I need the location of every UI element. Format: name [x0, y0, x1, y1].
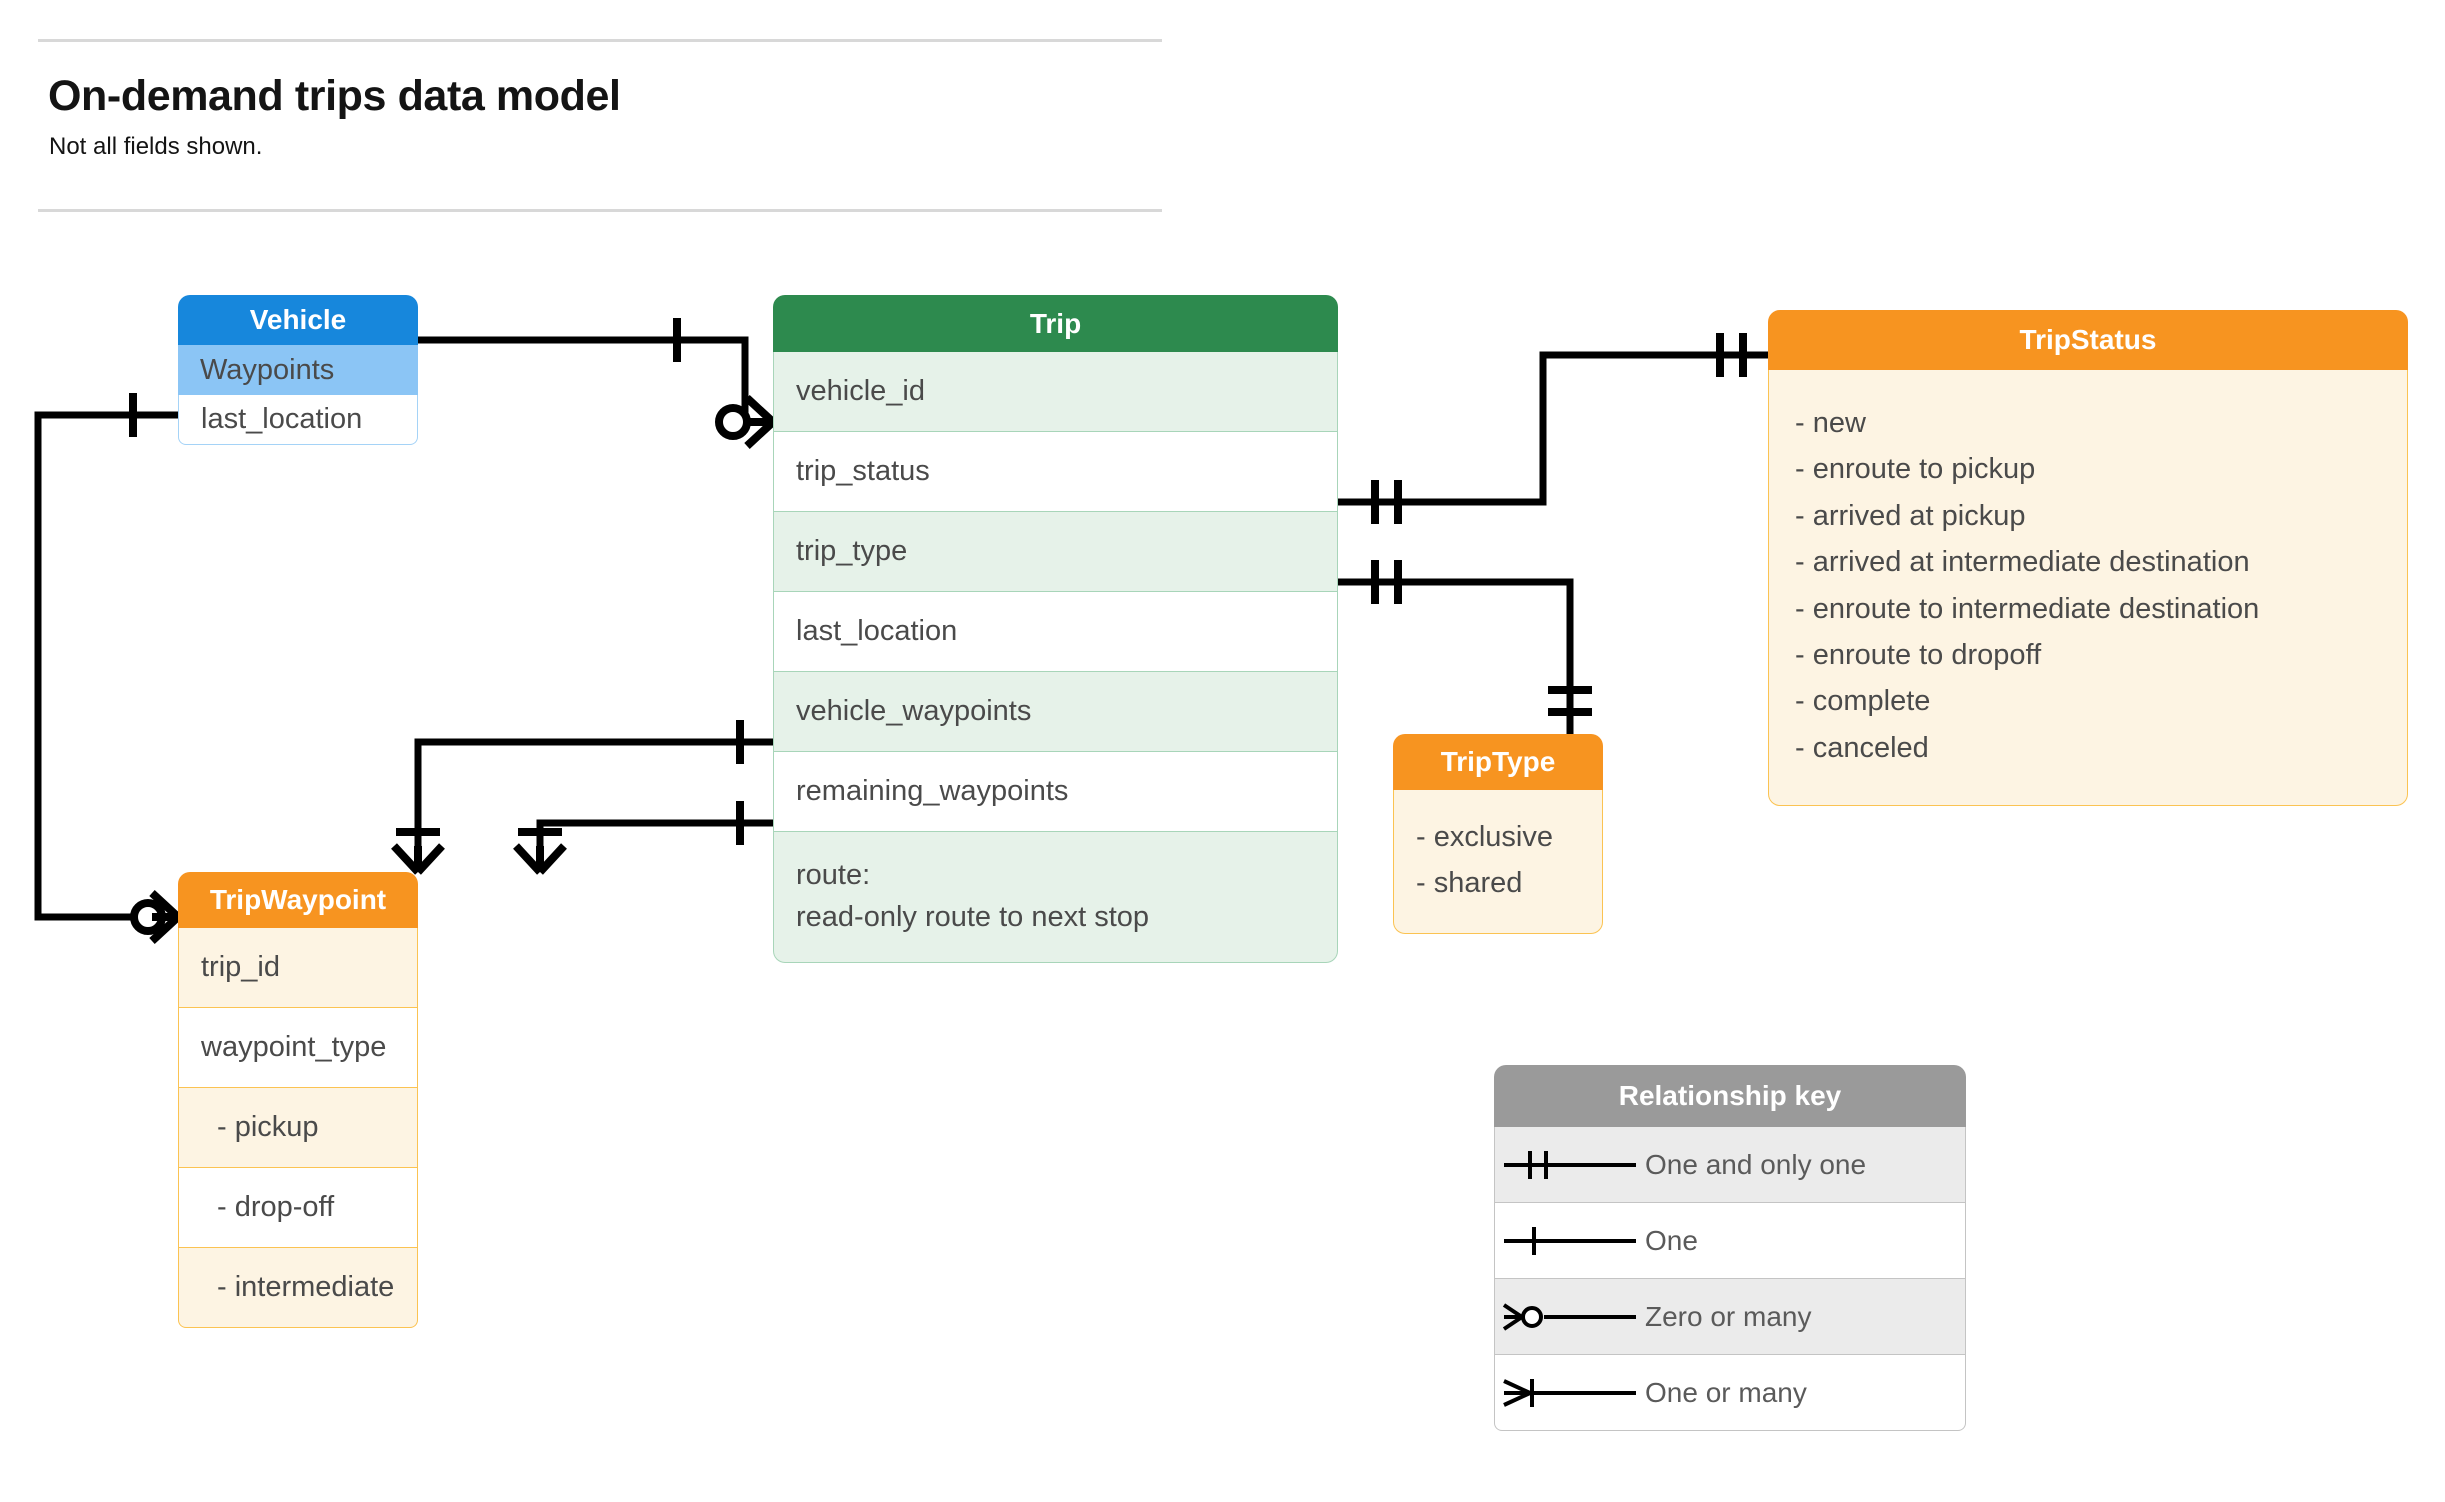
zero-or-many-icon — [1495, 1297, 1645, 1337]
entity-vehicle-title: Vehicle — [178, 295, 418, 345]
trip-route-description: read-only route to next stop — [796, 901, 1150, 934]
waypoint-type-value-pickup: - pickup — [178, 1088, 418, 1168]
legend-row-one: One — [1494, 1203, 1966, 1279]
field-vehicle-last-location[interactable]: last_location — [178, 395, 418, 445]
header-divider-top — [38, 39, 1162, 42]
entity-trip-type[interactable]: TripType - exclusive - shared — [1393, 734, 1603, 934]
field-trip-vehicle-waypoints[interactable]: vehicle_waypoints — [773, 672, 1338, 752]
one-and-only-one-icon — [1495, 1145, 1645, 1185]
relationship-key-legend: Relationship key One and only one — [1494, 1065, 1966, 1431]
trip-status-value: - arrived at intermediate destination — [1795, 546, 2250, 579]
trip-status-value: - enroute to pickup — [1795, 453, 2036, 486]
field-vehicle-waypoints[interactable]: Waypoints — [178, 345, 418, 395]
header-divider-bottom — [38, 209, 1162, 212]
trip-type-value: - exclusive — [1416, 821, 1553, 853]
waypoint-type-value-intermediate: - intermediate — [178, 1248, 418, 1328]
trip-route-label: route: — [796, 859, 871, 891]
entity-trip-type-title: TripType — [1393, 734, 1603, 790]
trip-status-value: - canceled — [1795, 731, 1929, 764]
legend-title: Relationship key — [1494, 1065, 1966, 1127]
field-trip-trip-type[interactable]: trip_type — [773, 512, 1338, 592]
field-trip-trip-status[interactable]: trip_status — [773, 432, 1338, 512]
page-title: On-demand trips data model — [48, 72, 621, 120]
trip-status-value: - arrived at pickup — [1795, 499, 2026, 532]
entity-trip-title: Trip — [773, 295, 1338, 352]
trip-status-value: - enroute to intermediate destination — [1795, 592, 2260, 625]
one-or-many-icon — [1495, 1373, 1645, 1413]
entity-trip-status-values: - new - enroute to pickup - arrived at p… — [1768, 370, 2408, 807]
legend-row-one-or-many: One or many — [1494, 1355, 1966, 1431]
field-tripwaypoint-trip-id[interactable]: trip_id — [178, 928, 418, 1008]
entity-trip-status-title: TripStatus — [1768, 310, 2408, 370]
field-trip-route-note: route: read-only route to next stop — [773, 832, 1338, 964]
legend-label: Zero or many — [1645, 1300, 1812, 1332]
entity-vehicle[interactable]: Vehicle Waypoints last_location — [178, 295, 418, 445]
waypoint-type-value-dropoff: - drop-off — [178, 1168, 418, 1248]
one-icon — [1495, 1221, 1645, 1261]
entity-trip-status[interactable]: TripStatus - new - enroute to pickup - a… — [1768, 310, 2408, 807]
field-tripwaypoint-waypoint-type[interactable]: waypoint_type — [178, 1008, 418, 1088]
legend-label: One and only one — [1645, 1148, 1867, 1180]
trip-status-value: - enroute to dropoff — [1795, 638, 2042, 671]
entity-trip-waypoint[interactable]: TripWaypoint trip_id waypoint_type - pic… — [178, 872, 418, 1328]
entity-trip[interactable]: Trip vehicle_id trip_status trip_type la… — [773, 295, 1338, 964]
field-trip-last-location[interactable]: last_location — [773, 592, 1338, 672]
field-trip-remaining-waypoints[interactable]: remaining_waypoints — [773, 752, 1338, 832]
legend-label: One — [1645, 1224, 1698, 1256]
legend-label: One or many — [1645, 1376, 1807, 1408]
field-trip-vehicle-id[interactable]: vehicle_id — [773, 352, 1338, 432]
trip-status-value: - complete — [1795, 685, 1931, 718]
trip-status-value: - new — [1795, 407, 1866, 439]
entity-trip-waypoint-title: TripWaypoint — [178, 872, 418, 928]
page-subtitle: Not all fields shown. — [49, 133, 263, 160]
trip-type-value: - shared — [1416, 867, 1523, 900]
entity-trip-type-values: - exclusive - shared — [1393, 790, 1603, 934]
legend-row-one-and-only-one: One and only one — [1494, 1127, 1966, 1203]
legend-row-zero-or-many: Zero or many — [1494, 1279, 1966, 1355]
